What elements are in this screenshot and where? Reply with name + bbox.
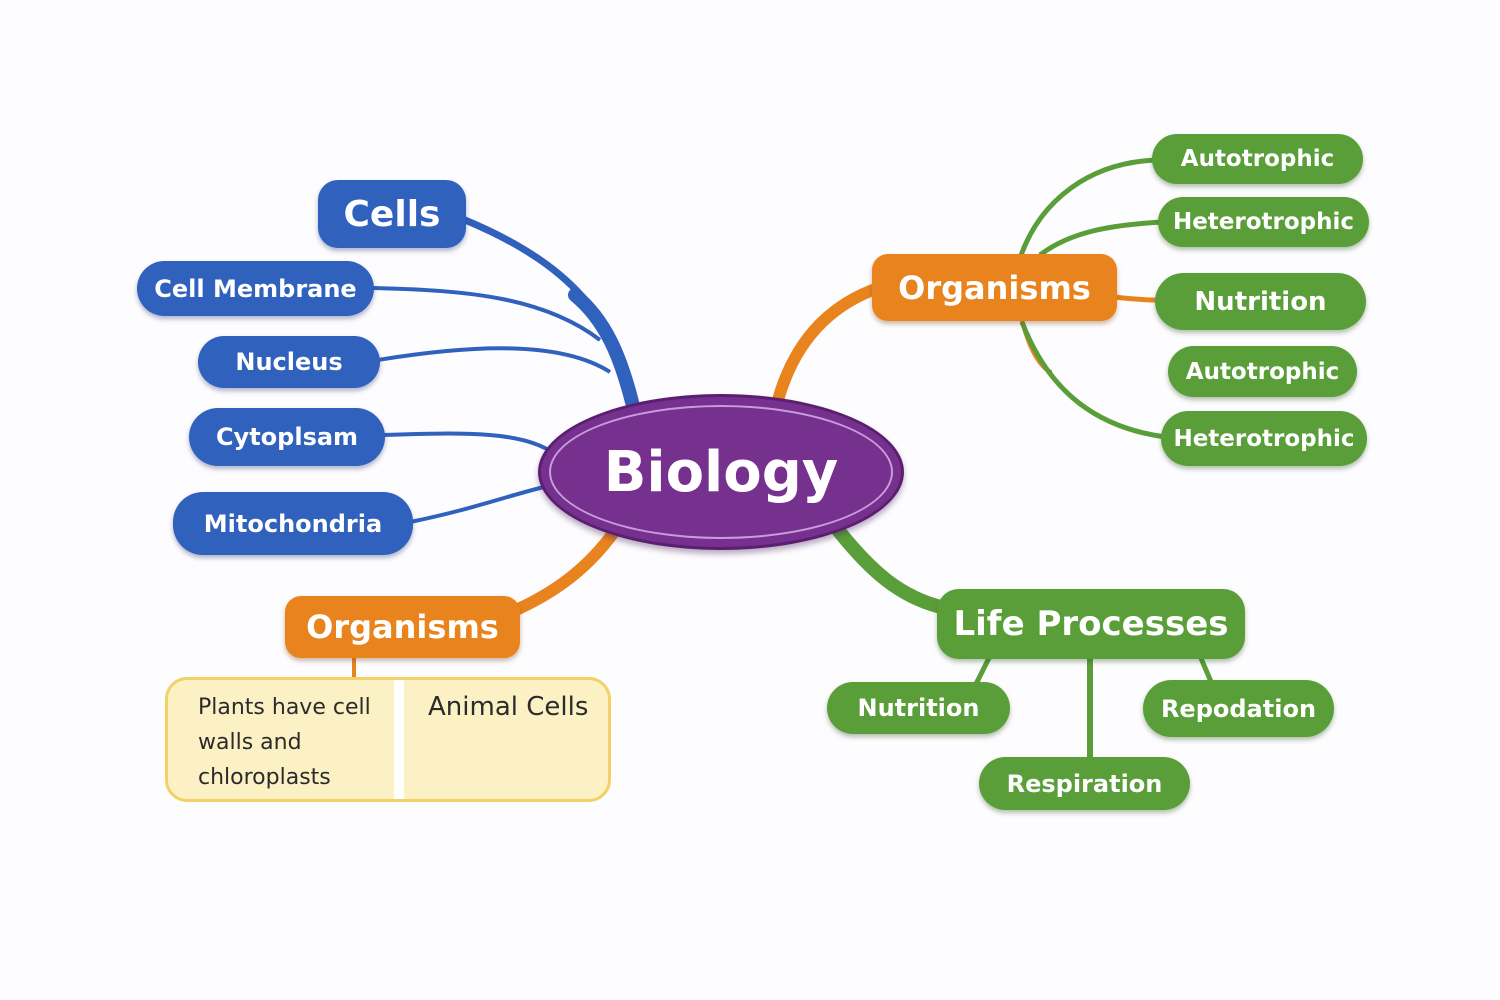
node-respiration-label: Respiration xyxy=(1006,769,1163,798)
connector-cell-membrane xyxy=(371,286,602,342)
node-organisms-bottom[interactable]: Organisms xyxy=(285,596,520,658)
node-autotrophic-2[interactable]: Autotrophic xyxy=(1168,346,1357,397)
connector-heterotrophic-2 xyxy=(1019,321,1166,440)
node-organisms-top[interactable]: Organisms xyxy=(872,254,1117,321)
node-organisms-bottom-label: Organisms xyxy=(306,608,499,646)
node-heterotrophic-2[interactable]: Heterotrophic xyxy=(1161,411,1367,466)
node-life-processes-label: Life Processes xyxy=(953,604,1229,644)
node-autotrophic-1-label: Autotrophic xyxy=(1180,146,1335,172)
note-animal-cells-text: Animal Cells xyxy=(428,692,589,722)
connector-heterotrophic-1 xyxy=(1038,219,1163,257)
note-plants-text: Plants have cell walls and chloroplasts xyxy=(198,695,371,790)
connector-mitochondria xyxy=(409,484,549,524)
note-divider xyxy=(394,680,404,799)
node-repodation-label: Repodation xyxy=(1160,694,1317,723)
connector-autotrophic-1 xyxy=(1017,157,1159,259)
node-mitochondria[interactable]: Mitochondria xyxy=(173,492,413,555)
node-cells[interactable]: Cells xyxy=(318,180,466,248)
node-respiration[interactable]: Respiration xyxy=(979,757,1190,810)
connector-repodation xyxy=(1197,655,1215,685)
node-mitochondria-label: Mitochondria xyxy=(203,509,383,538)
node-nucleus-label: Nucleus xyxy=(235,348,343,376)
node-cell-membrane[interactable]: Cell Membrane xyxy=(137,261,374,316)
node-heterotrophic-2-label: Heterotrophic xyxy=(1173,425,1355,452)
node-organisms-top-label: Organisms xyxy=(898,268,1091,307)
node-nutrition-bottom-label: Nutrition xyxy=(857,694,980,722)
node-autotrophic-1[interactable]: Autotrophic xyxy=(1152,134,1363,184)
connector-nucleus xyxy=(377,346,612,374)
node-repodation[interactable]: Repodation xyxy=(1143,680,1334,737)
connector-cells-trunk-thick xyxy=(568,288,639,409)
central-topic-ring xyxy=(549,405,893,539)
node-cell-membrane-label: Cell Membrane xyxy=(154,274,357,303)
node-life-processes[interactable]: Life Processes xyxy=(937,589,1245,659)
organisms-note-box: Plants have cell walls and chloroplasts … xyxy=(165,677,611,802)
node-cytoplsam-label: Cytoplsam xyxy=(215,423,359,451)
node-heterotrophic-1[interactable]: Heterotrophic xyxy=(1158,197,1369,247)
node-cytoplsam[interactable]: Cytoplsam xyxy=(189,408,385,466)
connector-cytoplsam xyxy=(382,431,554,454)
node-nutrition-top[interactable]: Nutrition xyxy=(1155,273,1366,330)
node-autotrophic-2-label: Autotrophic xyxy=(1185,358,1340,385)
connector-nutrition-top xyxy=(1113,294,1161,303)
node-heterotrophic-1-label: Heterotrophic xyxy=(1172,209,1355,235)
connector-nutrition-bottom xyxy=(972,654,993,688)
node-cells-label: Cells xyxy=(343,193,441,235)
connector-life-processes xyxy=(831,523,952,615)
central-topic-biology[interactable]: Biology xyxy=(538,394,904,550)
node-nutrition-top-label: Nutrition xyxy=(1194,286,1327,317)
connector-organisms-bottom xyxy=(510,526,620,616)
connector-organisms-top xyxy=(772,282,884,406)
node-nutrition-bottom[interactable]: Nutrition xyxy=(827,682,1010,734)
node-nucleus[interactable]: Nucleus xyxy=(198,336,380,388)
